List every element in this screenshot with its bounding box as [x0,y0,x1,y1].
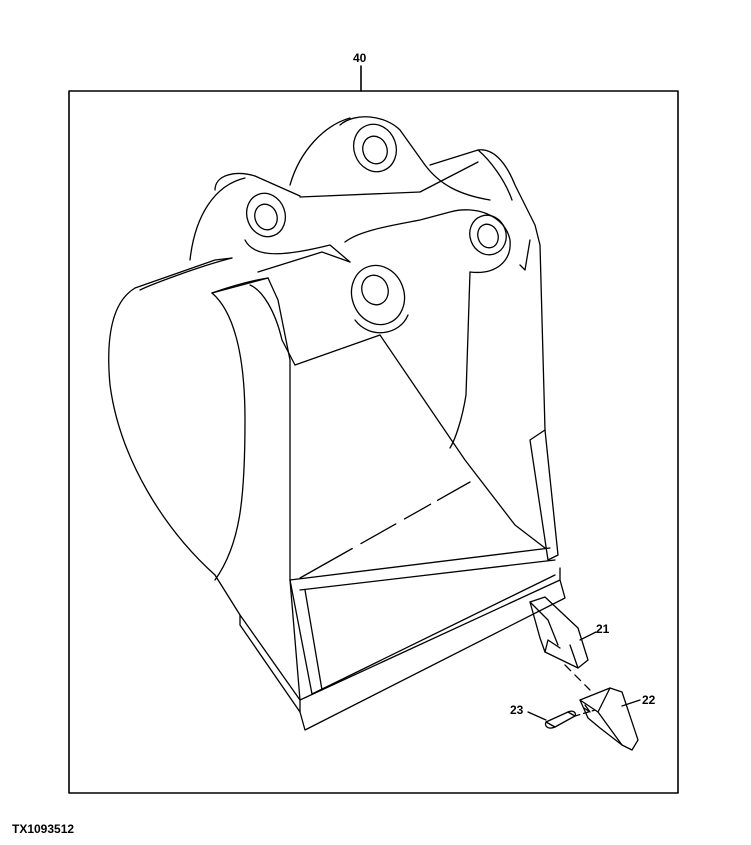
callout-assembly-40: 40 [353,51,367,65]
adapter-leader-line [579,631,597,641]
figure-id: TX1093512 [12,822,75,836]
assembly-center-line [564,664,591,691]
bucket-illustration [108,116,566,731]
tooth-adapter-illustration [529,596,589,669]
pin-leader-line [527,711,547,721]
callout-pin-23: 23 [510,703,524,717]
retaining-pin-illustration [544,710,577,729]
callout-tooth-22: 22 [642,693,656,707]
pin-center-line [574,709,596,717]
bucket-tooth-illustration [579,687,639,751]
tooth-leader-line [621,699,641,707]
assembly-frame [68,90,679,794]
callout-adapter-21: 21 [596,622,610,636]
